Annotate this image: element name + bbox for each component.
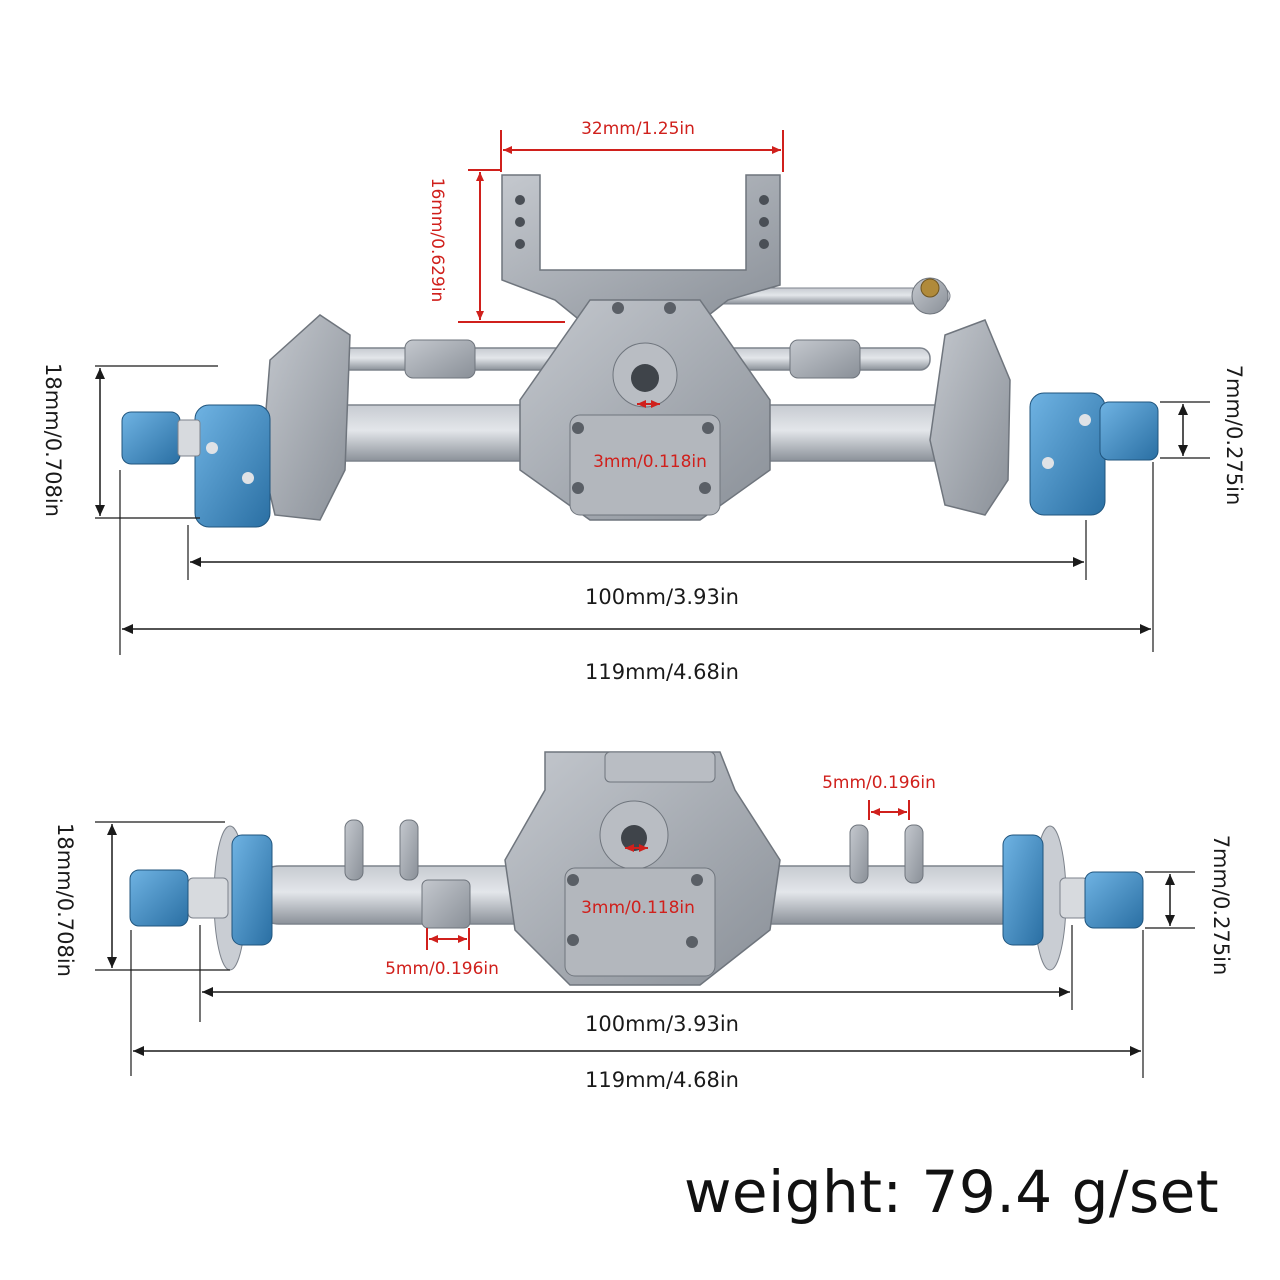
front-hex-height-label: 7mm/0.275in xyxy=(1222,365,1246,506)
front-dimensions xyxy=(95,130,1210,655)
weight-label: weight: 79.4 g/set xyxy=(684,1158,1220,1226)
front-mount-bracket xyxy=(501,174,781,323)
front-mount-height-label: 16mm/0.629in xyxy=(427,178,447,303)
front-mount-width-label: 32mm/1.25in xyxy=(581,119,695,139)
rear-dimensions xyxy=(95,800,1195,1078)
rear-right-brackets xyxy=(849,824,924,884)
front-hub-height-label: 18mm/0.708in xyxy=(41,363,65,517)
rear-diff-hole-label: 3mm/0.118in xyxy=(581,898,695,918)
front-right-knuckle xyxy=(929,319,1011,516)
front-total-width-label: 119mm/4.68in xyxy=(585,660,739,684)
rear-axle-illustration xyxy=(129,751,1144,986)
front-axle-illustration xyxy=(121,174,1159,528)
rear-bracket-gap-right-label: 5mm/0.196in xyxy=(822,773,936,793)
rear-hub-span-label: 100mm/3.93in xyxy=(585,1012,739,1036)
front-hub-span-label: 100mm/3.93in xyxy=(585,585,739,609)
front-differential-housing xyxy=(519,299,771,521)
front-diff-hole-label: 3mm/0.118in xyxy=(593,452,707,472)
front-left-knuckle xyxy=(261,314,351,521)
rear-left-brackets xyxy=(344,819,471,929)
rear-hub-height-label: 18mm/0.708in xyxy=(53,823,77,977)
rear-hex-height-label: 7mm/0.275in xyxy=(1209,835,1233,976)
front-right-hub xyxy=(1029,392,1159,516)
rear-differential-housing xyxy=(504,751,781,986)
rear-total-width-label: 119mm/4.68in xyxy=(585,1068,739,1092)
rear-right-hub xyxy=(1002,825,1144,971)
rear-left-hub xyxy=(129,825,273,971)
front-steering-link xyxy=(329,277,951,379)
rear-bracket-gap-left-label: 5mm/0.196in xyxy=(385,959,499,979)
front-left-hub xyxy=(121,404,271,528)
